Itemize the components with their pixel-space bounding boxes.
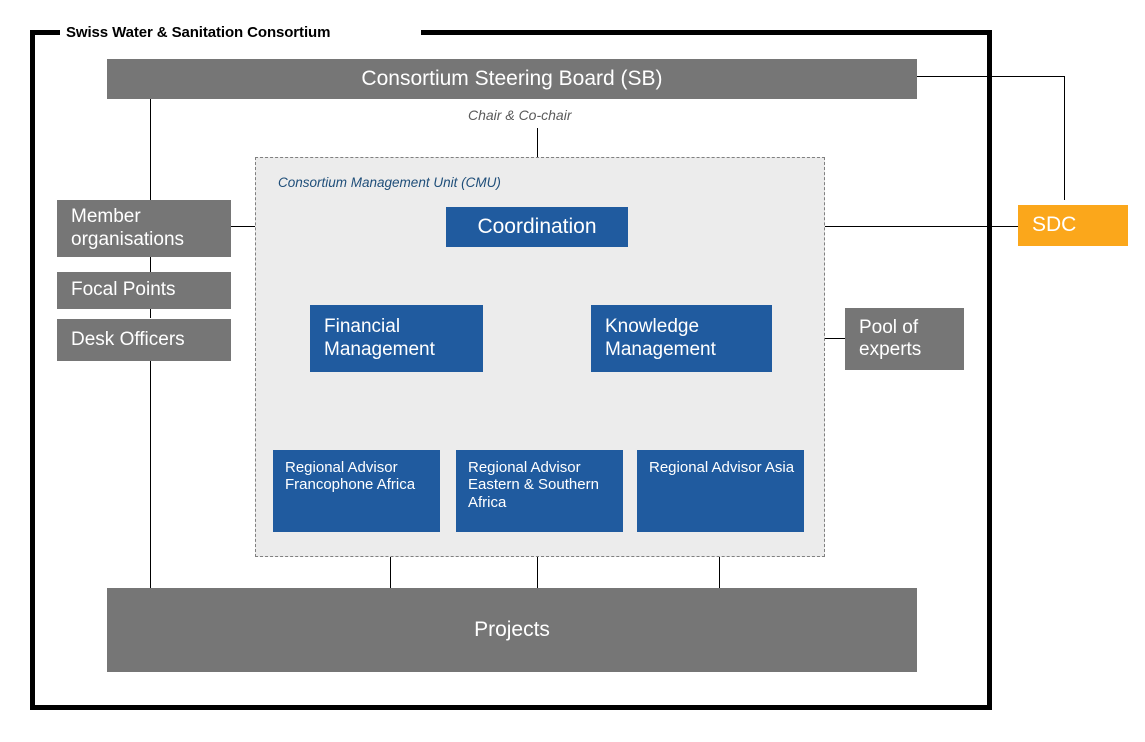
regional-advisor-francophone-africa-label: Regional Advisor Francophone Africa [285, 459, 416, 494]
regional-advisor-francophone-africa-box[interactable]: Regional Advisor Francophone Africa [273, 450, 440, 532]
regional-advisor-asia-label: Regional Advisor Asia [649, 459, 795, 476]
connector-focal-points-to-desk-officers [150, 309, 151, 318]
financial-management-box[interactable]: Financial Management [310, 305, 483, 372]
financial-management-label: Financial Management [324, 316, 435, 360]
desk-officers-box[interactable]: Desk Officers [57, 319, 231, 361]
frame-bottom [30, 705, 992, 710]
sdc-box[interactable]: SDC [1018, 205, 1128, 246]
coordination-box[interactable]: Coordination [446, 207, 628, 247]
frame-top-left-stub [30, 30, 60, 35]
pool-of-experts-label: Pool of experts [859, 316, 922, 360]
projects-label: Projects [474, 617, 550, 641]
regional-advisor-eastern-southern-africa-box[interactable]: Regional Advisor Eastern & Southern Afri… [456, 450, 623, 532]
connector-ra-asia-to-projects [719, 532, 720, 588]
connector-member-to-focal-points [150, 257, 151, 272]
member-organisations-label: Member organisations [71, 206, 185, 250]
member-organisations-box[interactable]: Member organisations [57, 200, 231, 257]
connector-ra-eastern-southern-to-projects [537, 532, 538, 588]
connector-sb-to-member-organisations [150, 99, 151, 200]
knowledge-management-label: Knowledge Management [605, 316, 716, 360]
connector-ra-francophone-to-projects [390, 532, 391, 588]
pool-of-experts-box[interactable]: Pool of experts [845, 308, 964, 370]
coordination-label: Coordination [477, 214, 597, 238]
frame-left [30, 30, 35, 710]
frame-top-right [421, 30, 992, 35]
steering-board-label: Consortium Steering Board (SB) [361, 66, 663, 90]
focal-points-box[interactable]: Focal Points [57, 272, 231, 309]
cmu-label: Consortium Management Unit (CMU) [278, 175, 501, 190]
regional-advisor-eastern-southern-africa-label: Regional Advisor Eastern & Southern Afri… [468, 459, 599, 511]
focal-points-label: Focal Points [71, 279, 176, 301]
connector-desk-officers-to-projects [150, 361, 151, 588]
connector-sb-to-sdc-vertical [1064, 76, 1065, 200]
regional-advisor-asia-box[interactable]: Regional Advisor Asia [637, 450, 804, 532]
frame-right [987, 30, 992, 710]
desk-officers-label: Desk Officers [71, 328, 185, 350]
steering-board-box[interactable]: Consortium Steering Board (SB) [107, 59, 917, 99]
knowledge-management-box[interactable]: Knowledge Management [591, 305, 772, 372]
diagram-title: Swiss Water & Sanitation Consortium [66, 24, 331, 41]
projects-box[interactable]: Projects [107, 588, 917, 672]
sdc-label: SDC [1032, 213, 1077, 237]
chair-note: Chair & Co-chair [468, 107, 572, 123]
connector-sb-to-sdc-horizontal [917, 76, 1065, 77]
